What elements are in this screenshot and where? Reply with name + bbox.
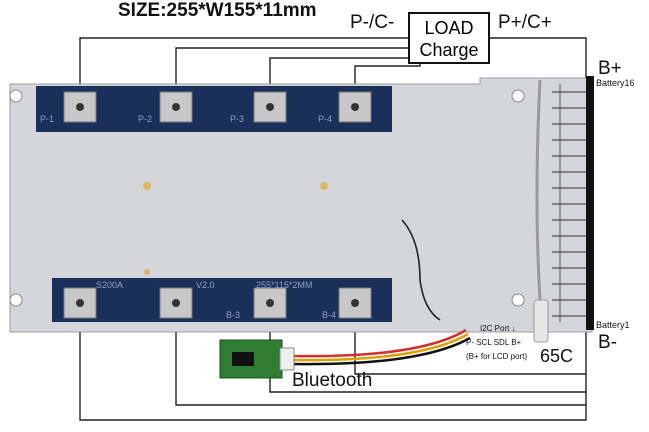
silk-rev: V2.0 bbox=[196, 280, 215, 290]
charge-label: Charge bbox=[419, 40, 479, 60]
bt-connector bbox=[279, 347, 295, 371]
bluetooth-label: Bluetooth bbox=[292, 370, 373, 391]
lcd-port-label: (B+ for LCD port) bbox=[466, 352, 528, 361]
silk-label: B-3 bbox=[226, 310, 241, 320]
pad-screw bbox=[266, 299, 274, 307]
boss bbox=[144, 269, 150, 275]
bt-chip bbox=[232, 352, 254, 366]
battery16-label: Battery16 bbox=[596, 78, 635, 88]
bt-cable bbox=[291, 328, 471, 366]
p-minus-label: P-/C- bbox=[350, 12, 395, 33]
silk-label: P-4 bbox=[318, 114, 333, 124]
mount-hole-top-right bbox=[511, 89, 525, 103]
p-plus-label: P+/C+ bbox=[498, 12, 552, 33]
silk-model: S200A bbox=[96, 280, 124, 290]
pad-screw bbox=[76, 299, 84, 307]
pad-screw bbox=[351, 103, 359, 111]
size-title: SIZE:255*W155*11mm bbox=[118, 0, 317, 21]
silk-label: B-4 bbox=[322, 310, 337, 320]
load-charge-box: LOAD Charge bbox=[408, 12, 490, 64]
b-minus-label: B- bbox=[598, 332, 617, 353]
sense-wire bbox=[401, 219, 441, 321]
balance-leads bbox=[552, 91, 586, 317]
mount-hole-bottom-left bbox=[9, 293, 23, 307]
down-arrow-icon: ↓ bbox=[511, 324, 516, 333]
temp-sensor bbox=[533, 299, 549, 343]
b-plus-label: B+ bbox=[598, 58, 622, 79]
pad bbox=[63, 287, 97, 319]
silk-board-size: 255*115*2MM bbox=[256, 280, 313, 290]
battery1-label: Battery1 bbox=[596, 320, 630, 330]
mount-hole-bottom-right bbox=[511, 293, 525, 307]
i2c-port-label: I2C Port ↓ bbox=[480, 324, 516, 333]
temp-wire bbox=[535, 79, 542, 301]
load-label: LOAD bbox=[424, 18, 474, 38]
port-pins-label: P- SCL SDL B+ bbox=[466, 338, 522, 347]
pad-screw bbox=[266, 103, 274, 111]
balance-connector bbox=[586, 76, 594, 330]
silk-label: P-2 bbox=[138, 114, 153, 124]
i2c-port-text: I2C Port bbox=[480, 324, 510, 333]
top-pads bbox=[63, 91, 372, 123]
pad-screw bbox=[172, 299, 180, 307]
temperature-label: 65C bbox=[540, 346, 574, 366]
pcb-bottom-strip bbox=[52, 278, 392, 322]
mount-hole-top-left bbox=[9, 89, 23, 103]
pad bbox=[338, 287, 372, 319]
boss bbox=[143, 182, 151, 190]
pad-screw bbox=[351, 299, 359, 307]
silk-label: P-1 bbox=[40, 114, 55, 124]
bottom-pads bbox=[63, 287, 372, 319]
silk-label: P-3 bbox=[230, 114, 245, 124]
boss bbox=[320, 182, 328, 190]
pad-screw bbox=[172, 103, 180, 111]
pad-screw bbox=[76, 103, 84, 111]
